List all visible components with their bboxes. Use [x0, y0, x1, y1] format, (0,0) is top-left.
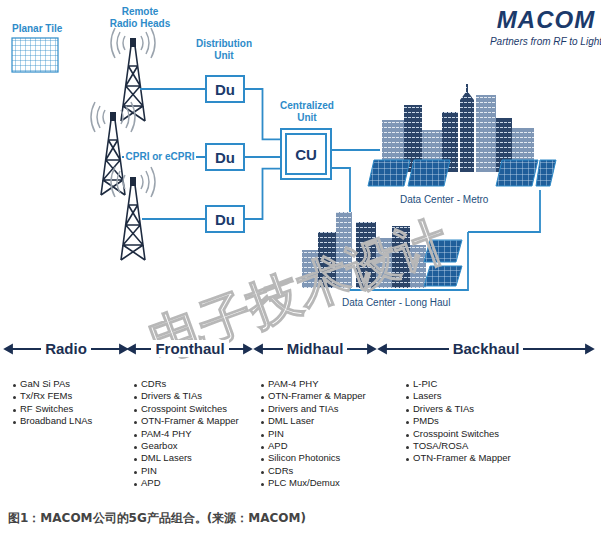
list-item: DML Laser	[268, 416, 314, 427]
bullet-dot	[406, 421, 409, 424]
list-item: Crosspoint Switches	[413, 429, 499, 440]
list-item: APD	[268, 441, 288, 452]
part-label: Planar Tile	[12, 23, 62, 35]
bullet-dot	[406, 396, 409, 399]
bullet-dot	[261, 458, 264, 461]
list-item: PIN	[268, 429, 284, 440]
section-heading: Backhaul	[449, 340, 524, 357]
planar-tile-icon	[12, 38, 58, 72]
metro-data-center	[368, 84, 556, 186]
bullet-dot	[134, 384, 137, 387]
list-item: Lasers	[413, 391, 442, 402]
distribution-unit-box: Du	[205, 205, 245, 233]
caption: 图1：MACOM公司的5G产品组合。(来源：MACOM)	[8, 512, 306, 526]
list-item: OTN-Framer & Mapper	[268, 391, 366, 402]
list-item: PLC Mux/Demux	[268, 478, 340, 489]
bullet-dot	[134, 421, 137, 424]
bullet-dot	[261, 483, 264, 486]
distribution-unit-box: Du	[205, 143, 245, 171]
part-label: Remote Radio Heads	[107, 6, 173, 29]
bullet-dot	[406, 434, 409, 437]
bullet-dot	[134, 409, 137, 412]
list-item: CDRs	[268, 466, 293, 477]
bullet-dot	[134, 458, 137, 461]
part-label: Centralized Unit	[273, 100, 341, 123]
unit-link	[245, 156, 280, 158]
link-label: CPRI or eCPRI	[124, 151, 197, 163]
bullet-dot	[134, 471, 137, 474]
list-item: GaN Si PAs	[20, 379, 70, 390]
graphic-part	[460, 84, 474, 172]
list-item: OTN-Framer & Mapper	[141, 416, 239, 427]
bullet-dot	[134, 434, 137, 437]
bullet-dot	[406, 458, 409, 461]
distribution-unit-box: Du	[205, 75, 245, 103]
list-item: PAM-4 PHY	[268, 379, 319, 390]
list-item: PAM-4 PHY	[141, 429, 192, 440]
list-item: PIN	[141, 466, 157, 477]
tagline: Partners from RF to Light	[490, 36, 601, 48]
list-item: OTN-Framer & Mapper	[413, 453, 511, 464]
graphic-part	[496, 160, 538, 186]
bullet-dot	[261, 421, 264, 424]
part-label: Data Center - Metro	[398, 194, 490, 206]
bullet-dot	[261, 471, 264, 474]
list-item: CDRs	[141, 379, 166, 390]
bullet-dot	[261, 396, 264, 399]
unit-link	[245, 89, 280, 139]
list-item: Drivers & TIAs	[413, 404, 474, 415]
unit-label: Du	[215, 211, 235, 228]
part-label: Distribution Unit	[193, 38, 255, 61]
section-heading: Midhaul	[283, 340, 348, 357]
bullet-dot	[261, 446, 264, 449]
bullet-dot	[261, 434, 264, 437]
bullet-dot	[134, 396, 137, 399]
radio-link	[122, 89, 205, 219]
unit-label: Du	[215, 149, 235, 166]
bullet-dot	[261, 409, 264, 412]
radio-tower	[111, 167, 155, 260]
part-label: Data Center - Long Haul	[340, 297, 452, 309]
graphic-part	[536, 160, 556, 186]
bullet-dot	[13, 384, 16, 387]
bullet-dot	[134, 483, 137, 486]
bullet-dot	[406, 384, 409, 387]
list-item: Broadband LNAs	[20, 416, 92, 427]
bullet-dot	[13, 421, 16, 424]
graphic-part	[476, 95, 496, 172]
list-item: TOSA/ROSA	[413, 441, 468, 452]
centralized-unit-box: CU	[280, 128, 332, 180]
list-item: Silicon Photonics	[268, 453, 340, 464]
list-item: RF Switches	[20, 404, 73, 415]
section-heading: Radio	[41, 340, 91, 357]
list-item: Drivers & TIAs	[141, 391, 202, 402]
section-heading: Fronthaul	[151, 340, 228, 357]
bullet-dot	[13, 396, 16, 399]
unit-label: Du	[215, 81, 235, 98]
bullet-dot	[134, 446, 137, 449]
list-item: APD	[141, 478, 161, 489]
list-item: L-PIC	[413, 379, 437, 390]
logo-text: MACOM	[497, 6, 595, 34]
graphic-part	[408, 160, 450, 186]
list-item: DML Lasers	[141, 453, 192, 464]
list-item: Drivers and TIAs	[268, 404, 339, 415]
list-item: PMDs	[413, 416, 439, 427]
bullet-dot	[406, 409, 409, 412]
unit-link	[245, 169, 280, 219]
unit-label: CU	[295, 146, 317, 163]
list-item: Crosspoint Switches	[141, 404, 227, 415]
bullet-dot	[406, 446, 409, 449]
radio-tower	[91, 102, 135, 195]
list-item: Tx/Rx FEMs	[20, 391, 72, 402]
graphic-part	[368, 160, 410, 186]
bullet-dot	[261, 384, 264, 387]
list-item: Gearbox	[141, 441, 177, 452]
bullet-dot	[13, 409, 16, 412]
